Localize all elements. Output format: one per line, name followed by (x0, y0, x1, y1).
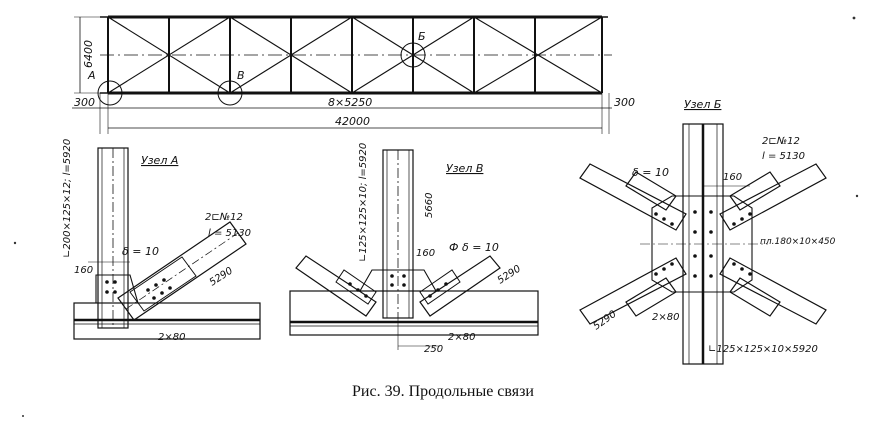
node-a-column-profile: ∟200×125×12; l=5920 (62, 139, 73, 258)
node-b-plate: δ = 10 (632, 166, 669, 179)
node-v-label: В (237, 69, 245, 82)
node-v-profile: ∟125×125×10; l=5920 (358, 143, 369, 262)
node-b-title: Узел Б (684, 98, 721, 111)
node-a-dim-160: 160 (74, 265, 93, 276)
node-v-bolts (348, 274, 448, 298)
node-v-marker (217, 80, 243, 106)
node-b-dim-160: 160 (723, 172, 742, 183)
node-a-title: Узел А (141, 154, 178, 167)
node-v-title: Узел В (446, 162, 483, 175)
node-a-plate: δ = 10 (122, 245, 159, 258)
node-a-dim-5290: 5290 (208, 265, 235, 288)
truss-elevation: А В Б 6400 300 8×5250 300 42000 (72, 15, 635, 134)
right-offset-dim: 300 (614, 96, 635, 109)
node-v-detail: Узел В ∟125×125×10; l=5920 5660 160 Ф δ … (289, 143, 539, 355)
node-b-profile: ∟125×125×10×5920 (708, 344, 818, 355)
scan-specks (13, 16, 859, 417)
figure-caption: Рис. 39. Продольные связи (352, 383, 534, 400)
node-a-label: А (87, 69, 96, 82)
left-offset-dim: 300 (74, 96, 95, 109)
span-dimension: 8×5250 (328, 96, 372, 109)
node-b-channel: 2⊏№12 (762, 136, 800, 147)
node-v-dim-250: 250 (424, 344, 443, 355)
node-b-detail: Узел Б δ = 10 2 (579, 98, 836, 365)
node-b-bolts (654, 210, 752, 278)
node-a-channel: 2⊏№12 (205, 212, 243, 223)
node-v-bolts-label: 2×80 (448, 332, 475, 343)
overall-dimension: 42000 (335, 115, 370, 128)
node-b-center-plate (651, 195, 753, 293)
node-v-dim-160: 160 (416, 248, 435, 259)
node-v-plate: Ф δ = 10 (449, 241, 499, 254)
node-b-bolts-label: 2×80 (652, 312, 679, 323)
node-b-label: Б (418, 30, 426, 43)
height-dimension: 6400 (82, 40, 95, 68)
node-b-dim-5290: 5290 (591, 309, 618, 333)
node-b-channel-length: l = 5130 (762, 151, 805, 162)
truss-diagonals (107, 16, 603, 94)
node-a-bolts (105, 278, 172, 300)
node-b-marker (400, 42, 426, 68)
node-b-channels (579, 163, 827, 325)
node-b-plate-spec: пл.180×10×450 (760, 237, 836, 247)
node-v-dim-5660: 5660 (424, 193, 435, 218)
node-a-channel-length: l = 5130 (208, 228, 251, 239)
node-a-detail: Узел А ∟200×125×12; l=5920 δ = 10 2⊏№12 … (62, 139, 261, 343)
node-a-bolts-label: 2×80 (158, 332, 185, 343)
